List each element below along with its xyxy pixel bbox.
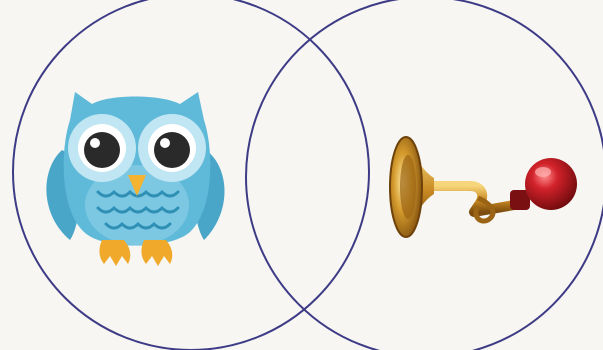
owl-left-eye-glint (90, 138, 100, 148)
horn-bulb (525, 158, 577, 210)
horn-bulb-shine (535, 167, 551, 177)
owl-left-pupil (84, 132, 120, 168)
owl-left-foot (99, 240, 130, 266)
owl-icon (46, 92, 224, 266)
horn-bell-inner (400, 155, 416, 219)
owl-right-pupil (154, 132, 190, 168)
owl-right-eye-glint (160, 138, 170, 148)
owl-right-foot (141, 240, 172, 266)
horn-icon (390, 137, 577, 237)
